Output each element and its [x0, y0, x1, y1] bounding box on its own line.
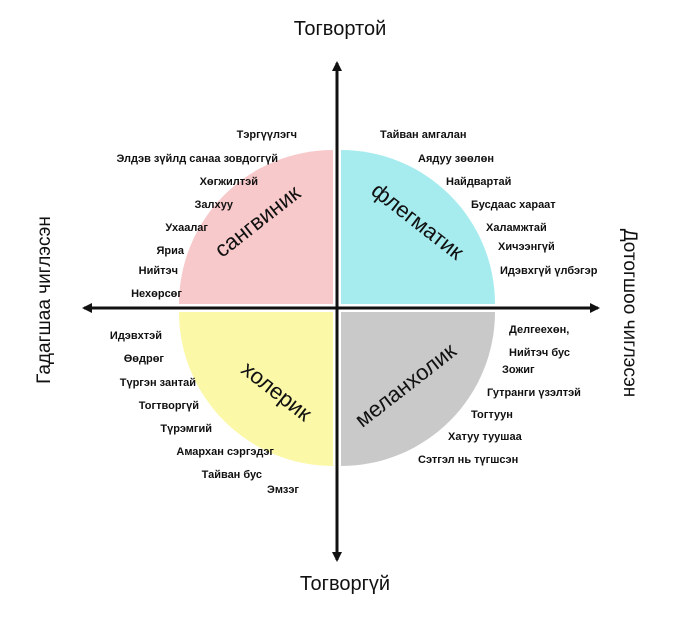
phlegmatic-trait: Аядуу зөөлөн [418, 153, 494, 165]
axis-label-right: Дотогшоо чиглэсэн [619, 229, 640, 398]
choleric-trait: Тогтворгүй [139, 400, 199, 412]
sanguine-trait: Нийтэч [139, 265, 178, 277]
choleric-trait: Амархан сэргэдэг [176, 446, 274, 458]
melancholic-trait: Нийтэч бус [509, 347, 570, 359]
choleric-trait: Түргэн зантай [120, 377, 196, 389]
melancholic-trait: Тогтуун [471, 409, 513, 421]
sanguine-trait: Нехөрсөг [131, 288, 182, 300]
phlegmatic-trait: Халамжтай [486, 222, 547, 234]
sanguine-trait: Ухаалаг [165, 222, 208, 234]
sanguine-trait: Элдэв зүйлд санаа зовдоггүй [116, 153, 278, 165]
sanguine-trait: Тэргүүлэгч [237, 129, 297, 141]
sanguine-trait: Яриа [156, 245, 184, 257]
axis-label-left: Гадагшаа чиглэсэн [34, 216, 55, 384]
sanguine-trait: Хөгжилтэй [200, 176, 258, 188]
phlegmatic-trait: Хичээнгүй [498, 241, 555, 253]
phlegmatic-trait: Тайван амгалан [380, 129, 466, 141]
axis-label-top: Тогвортой [294, 18, 387, 40]
quadrant-sanguine [179, 150, 333, 304]
phlegmatic-trait: Идэвхгүй үлбэгэр [500, 265, 598, 277]
phlegmatic-trait: Найдвартай [446, 176, 511, 188]
sanguine-trait: Залхуу [195, 199, 234, 211]
melancholic-trait: Гутранги үзэлтэй [487, 387, 581, 399]
melancholic-trait: Делгеехөн, [509, 324, 569, 336]
choleric-trait: Түрэмгий [160, 423, 212, 435]
axis-label-bottom: Тогворгүй [300, 573, 390, 595]
melancholic-trait: Сэтгэл нь түгшсэн [418, 454, 518, 466]
melancholic-trait: Зожиг [502, 364, 535, 376]
quadrant-phlegmatic [341, 150, 495, 304]
quadrant-choleric [179, 312, 333, 466]
phlegmatic-trait: Бусдаас хараат [471, 199, 556, 211]
choleric-trait: Идэвхтэй [110, 330, 162, 342]
melancholic-trait: Хатуу туушаа [448, 431, 523, 443]
choleric-trait: Тайван бус [202, 469, 262, 481]
choleric-trait: Өөдрөг [124, 353, 165, 365]
quadrant-melancholic [341, 312, 495, 466]
choleric-trait: Эмзэг [267, 484, 299, 496]
